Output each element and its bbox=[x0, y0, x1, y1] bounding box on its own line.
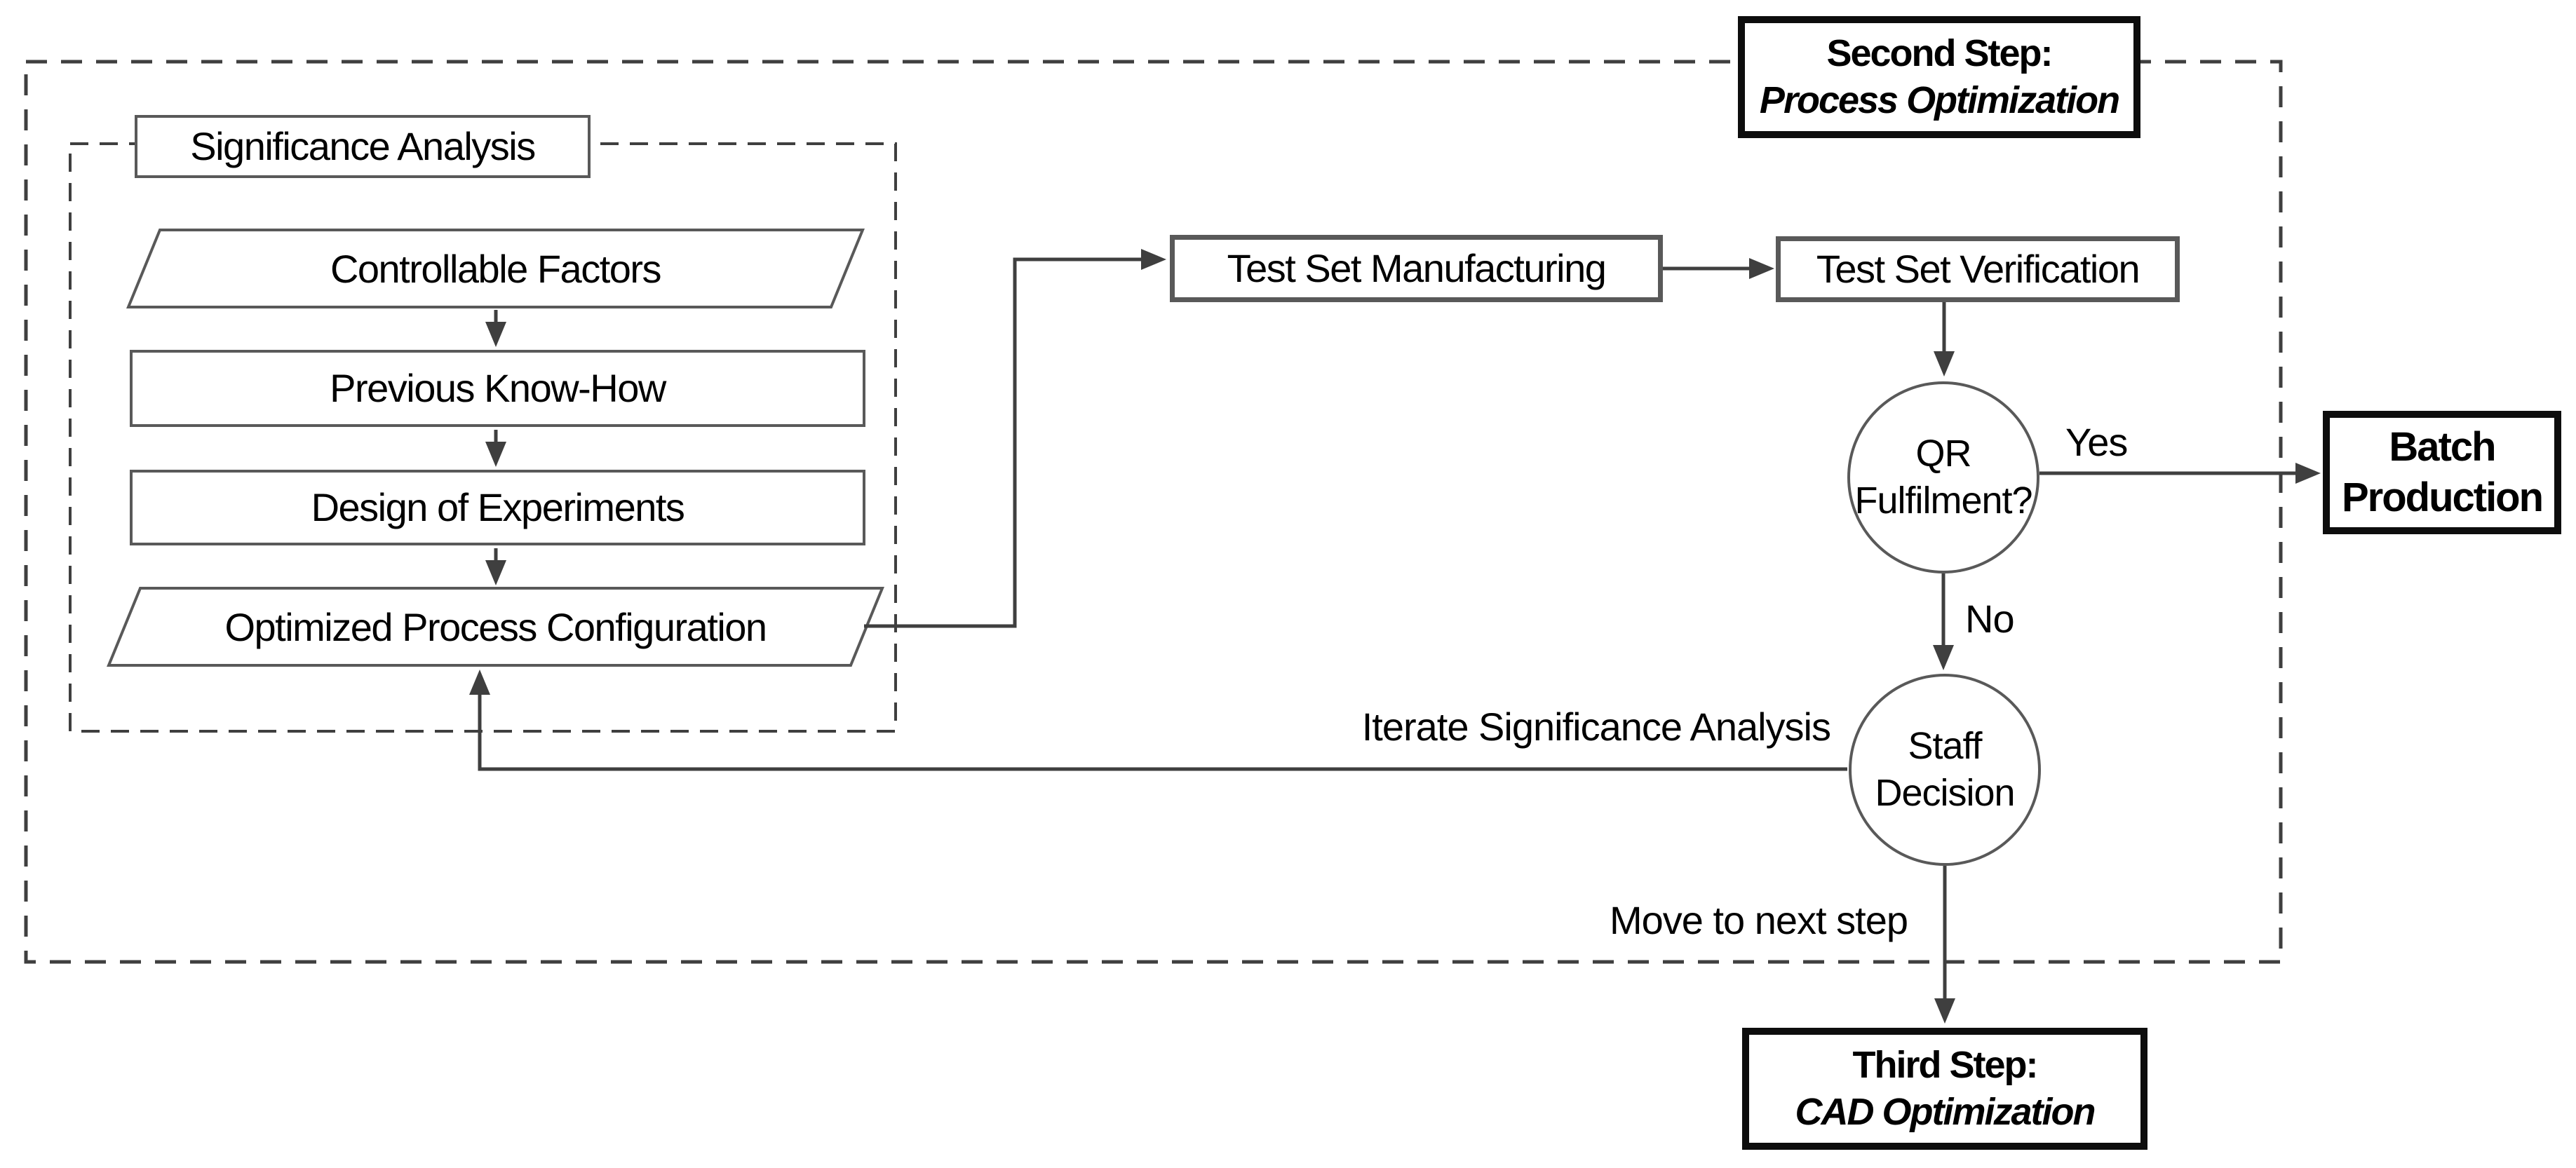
edge-label-move-to-next-step: Move to next step bbox=[1609, 898, 1908, 942]
qr-fulfilment-decision-node: QR Fulfilment? bbox=[1847, 381, 2039, 573]
edge-optimized-to-manufacturing bbox=[864, 249, 1166, 628]
significance-analysis-label: Significance Analysis bbox=[190, 124, 536, 169]
edge-label-yes: Yes bbox=[2065, 420, 2128, 464]
staff-decision-node: Staff Decision bbox=[1849, 674, 2041, 866]
staff-decision-line1: Staff bbox=[1908, 724, 1982, 767]
batch-production-line2: Production bbox=[2341, 475, 2544, 520]
second-step-line1: Second Step: bbox=[1826, 32, 2053, 74]
third-step-line2: CAD Optimization bbox=[1795, 1091, 2096, 1133]
qr-fulfilment-line1: QR bbox=[1915, 432, 1972, 475]
optimized-process-configuration-node: Optimized Process Configuration bbox=[109, 588, 882, 665]
controllable-factors-parallelogram bbox=[126, 229, 865, 308]
previous-know-how-node: Previous Know-How bbox=[130, 350, 865, 427]
edge-staff-iterate-to-optimized bbox=[469, 670, 1847, 771]
third-step-title-box: Third Step: CAD Optimization bbox=[1742, 1028, 2147, 1150]
design-of-experiments-node: Design of Experiments bbox=[130, 470, 865, 545]
edge-label-iterate-significance-analysis: Iterate Significance Analysis bbox=[1361, 705, 1831, 749]
third-step-line1: Third Step: bbox=[1852, 1043, 2039, 1086]
design-of-experiments-label: Design of Experiments bbox=[311, 485, 685, 530]
batch-production-node: Batch Production bbox=[2323, 411, 2561, 534]
edge-label-no: No bbox=[1965, 597, 2015, 641]
optimized-process-configuration-label: Optimized Process Configuration bbox=[224, 604, 767, 649]
second-step-line2: Process Optimization bbox=[1759, 79, 2120, 121]
controllable-factors-node: Controllable Factors bbox=[128, 230, 863, 307]
test-set-verification-node: Test Set Verification bbox=[1776, 236, 2180, 302]
previous-know-how-label: Previous Know-How bbox=[330, 366, 666, 411]
batch-production-line1: Batch bbox=[2389, 423, 2496, 470]
test-set-manufacturing-label: Test Set Manufacturing bbox=[1227, 246, 1607, 291]
outer-dashed-frame bbox=[24, 60, 2283, 964]
optimized-process-configuration-parallelogram bbox=[107, 587, 884, 667]
staff-decision-line2: Decision bbox=[1875, 772, 2015, 814]
test-set-verification-label: Test Set Verification bbox=[1816, 247, 2140, 292]
second-step-title-box: Second Step: Process Optimization bbox=[1738, 16, 2140, 138]
test-set-manufacturing-node: Test Set Manufacturing bbox=[1170, 235, 1663, 302]
significance-analysis-group-title: Significance Analysis bbox=[135, 115, 591, 178]
controllable-factors-label: Controllable Factors bbox=[330, 246, 662, 291]
qr-fulfilment-line2: Fulfilment? bbox=[1854, 480, 2032, 522]
